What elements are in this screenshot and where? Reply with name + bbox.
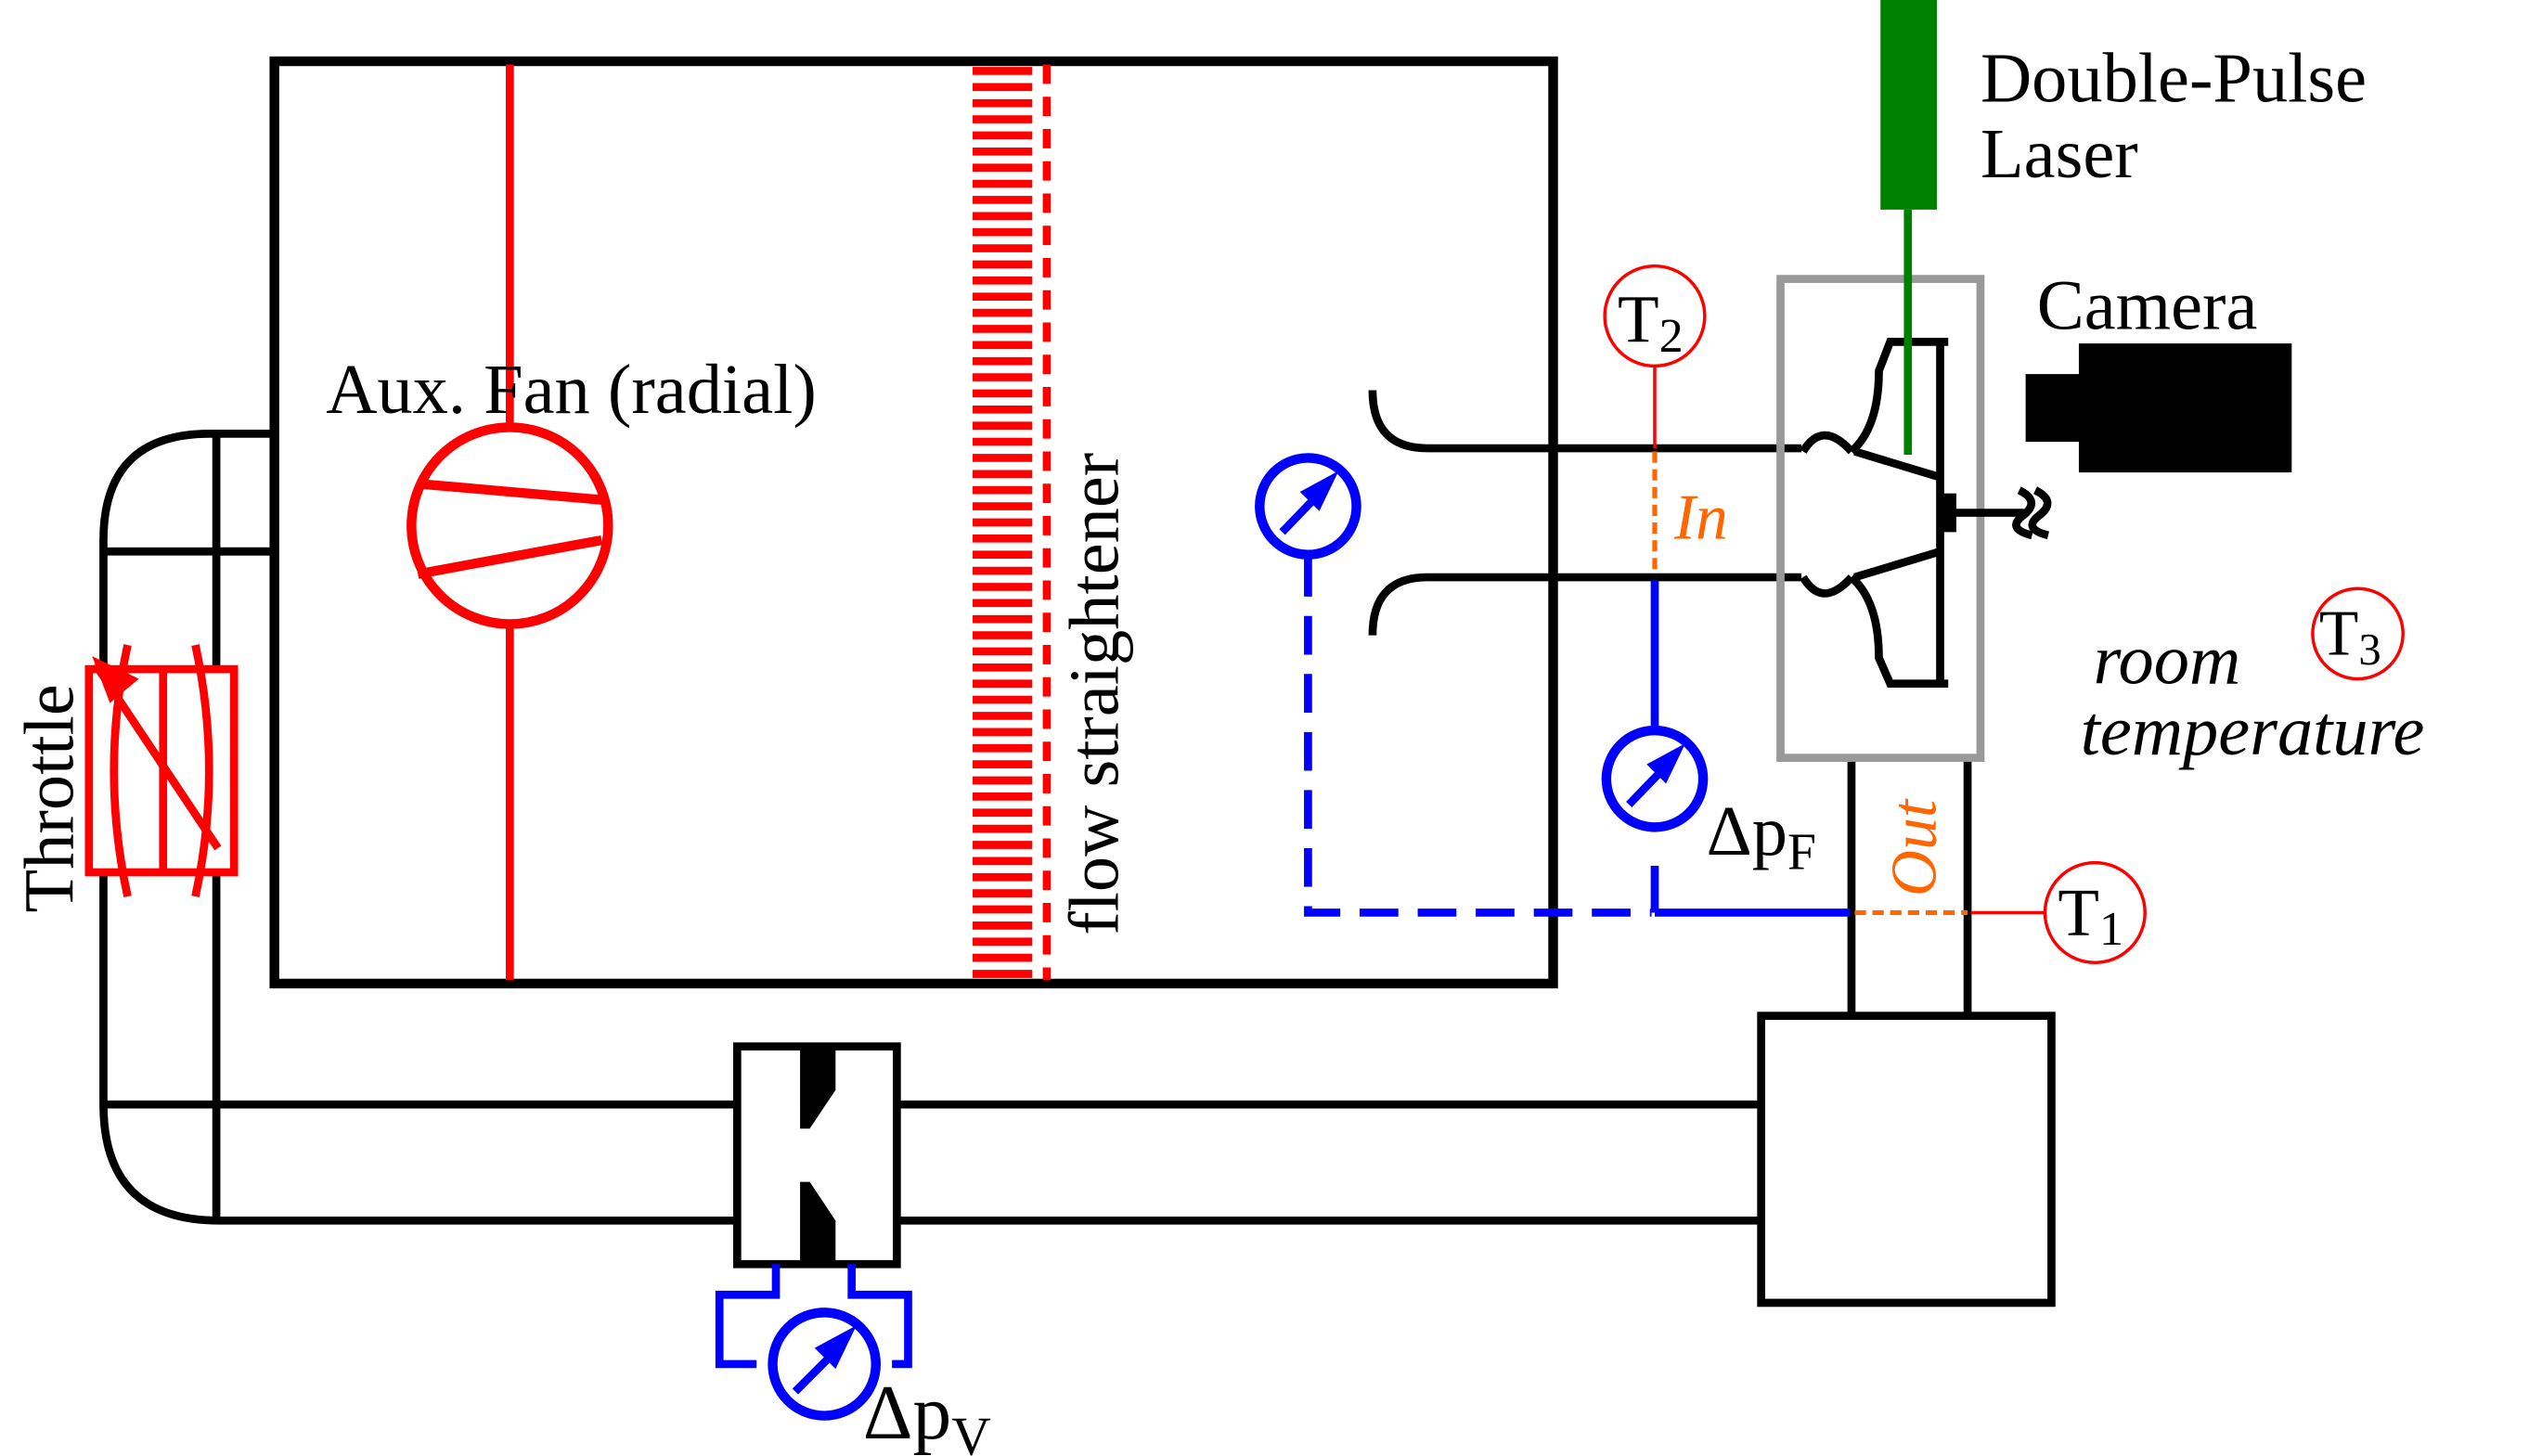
temperature-sensor-t2: T2 bbox=[1603, 264, 1707, 368]
outlet-duct bbox=[1847, 757, 1972, 1016]
svg-text:T1: T1 bbox=[2058, 875, 2123, 956]
flow-straightener-grid bbox=[973, 67, 1033, 978]
venturi-pressure-label: ΔpV bbox=[863, 1371, 991, 1456]
outlet-label: Out bbox=[1878, 798, 1950, 896]
fan-pressure-label: ΔpF bbox=[1707, 792, 1816, 882]
temperature-sensor-t1: T1 bbox=[2043, 860, 2147, 965]
flow-straightener-label: flow straightener bbox=[1054, 453, 1133, 935]
aux-fan-label: Aux. Fan (radial) bbox=[326, 350, 817, 429]
chamber-pressure-line bbox=[1304, 558, 1652, 917]
temperature-sensor-t3: T3 bbox=[2311, 586, 2405, 681]
test-fan-enclosure bbox=[1776, 275, 1985, 762]
laser-label-line1: Double-Pulse bbox=[1981, 38, 2367, 117]
outlet-plenum bbox=[1757, 1011, 2056, 1308]
laser-icon bbox=[1880, 0, 1938, 455]
return-duct bbox=[99, 430, 1761, 1225]
impeller-hub bbox=[1940, 493, 1956, 533]
settling-chamber bbox=[269, 56, 1558, 989]
svg-text:T2: T2 bbox=[1618, 281, 1684, 362]
venturi-pressure-gauge-icon bbox=[768, 1308, 881, 1421]
camera-icon bbox=[2025, 343, 2292, 473]
throttle-label: Throttle bbox=[9, 684, 88, 912]
venturi-pressure-line bbox=[715, 1264, 912, 1369]
fan-pressure-gauge-icon bbox=[1601, 725, 1709, 832]
camera-label: Camera bbox=[2037, 265, 2258, 344]
throttle-valve-icon bbox=[84, 644, 239, 897]
radial-fan-icon bbox=[406, 64, 613, 981]
inlet-label: In bbox=[1673, 482, 1728, 553]
test-fan-impeller-icon bbox=[1800, 338, 2052, 689]
room-label-line2: temperature bbox=[2081, 691, 2425, 770]
inlet-bellmouth bbox=[1368, 390, 1802, 636]
venturi-nozzle-icon bbox=[732, 1042, 901, 1269]
room-label-line1: room bbox=[2094, 621, 2241, 700]
chamber-pressure-gauge-icon bbox=[1255, 453, 1361, 560]
laser-label-line2: Laser bbox=[1981, 114, 2138, 193]
svg-text:T3: T3 bbox=[2319, 598, 2381, 674]
